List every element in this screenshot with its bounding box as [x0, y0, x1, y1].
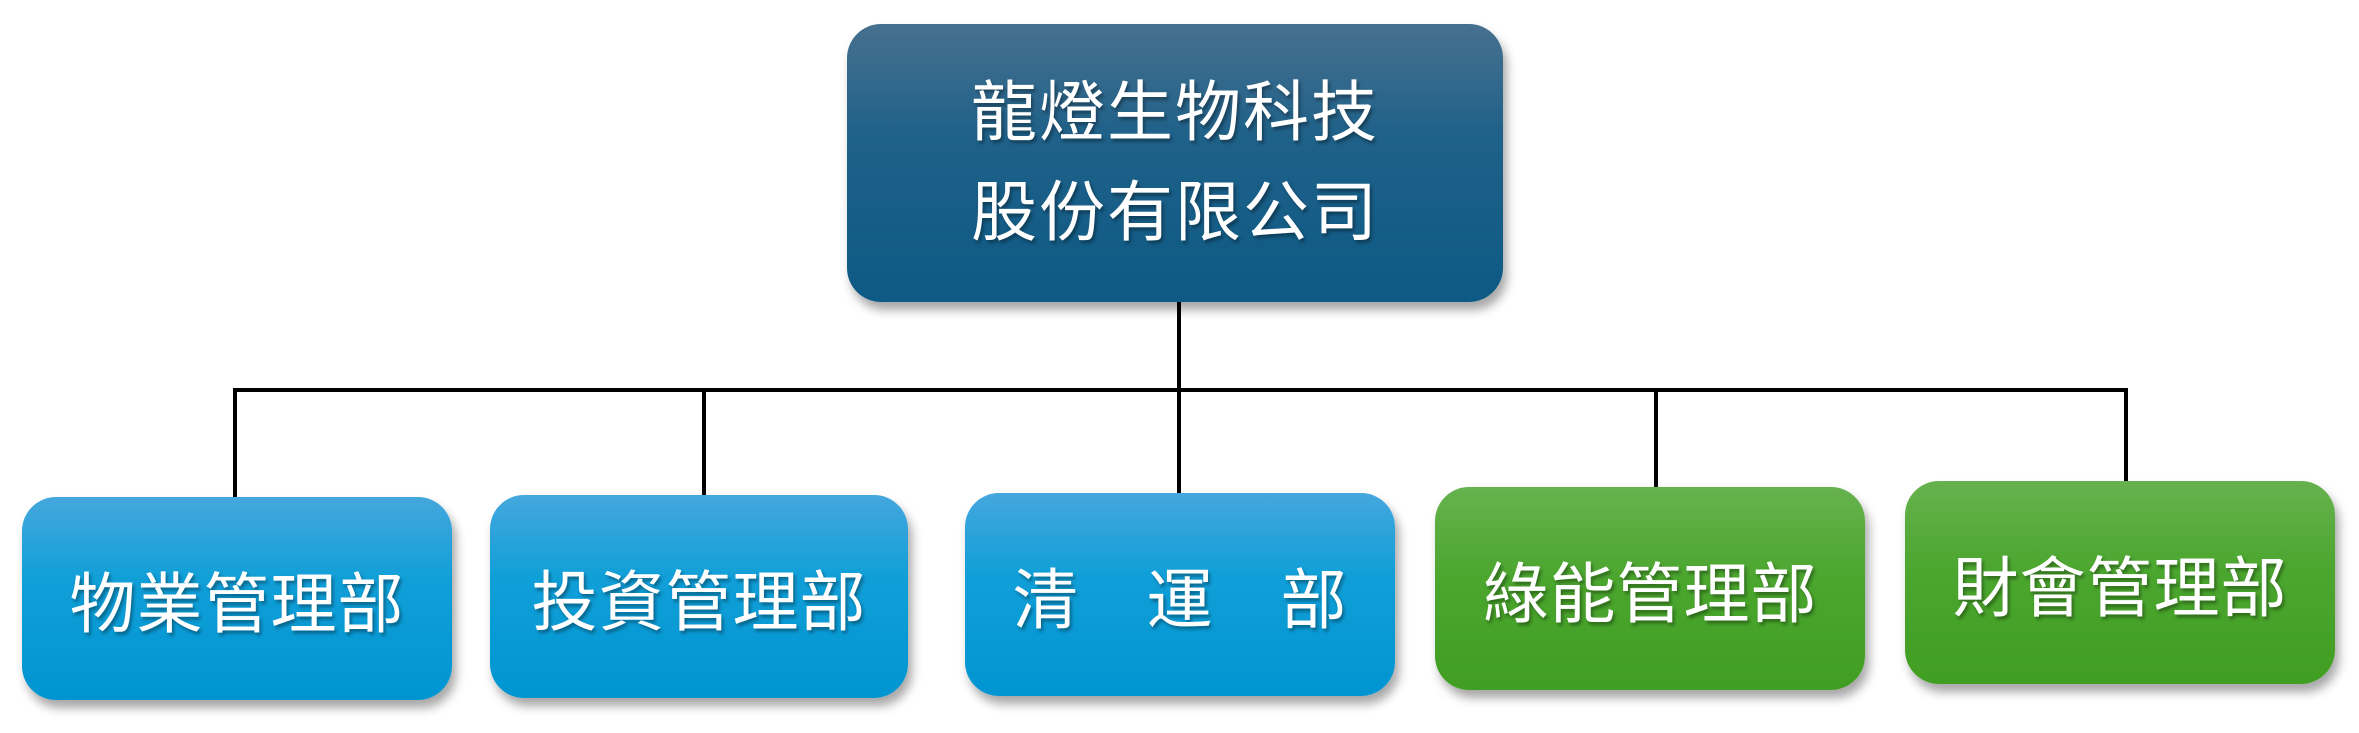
dept-node-finance-accounting: 財會管理部: [1905, 481, 2335, 684]
dept-node-cleaning-transport: 清 運 部: [965, 493, 1395, 696]
dept-label: 財會管理部: [1952, 549, 2288, 627]
dept-node-investment-management: 投資管理部: [490, 495, 908, 698]
connector-dept-4: [1654, 388, 1658, 488]
connector-dept-1: [233, 388, 237, 498]
dept-node-green-energy-management: 綠能管理部: [1435, 487, 1865, 690]
connector-dept-3: [1177, 388, 1181, 494]
root-connector: [1177, 302, 1181, 392]
connector-dept-5: [2124, 388, 2128, 482]
dept-label: 物業管理部: [69, 565, 405, 643]
dept-label: 綠能管理部: [1482, 555, 1818, 633]
root-title-line2: 股份有限公司: [971, 174, 1379, 251]
root-node-company: 龍燈生物科技 股份有限公司: [847, 24, 1503, 302]
dept-label: 投資管理部: [531, 563, 867, 641]
root-title-line1: 龍燈生物科技: [971, 74, 1379, 151]
connector-dept-2: [702, 388, 706, 496]
dept-node-property-management: 物業管理部: [22, 497, 452, 700]
dept-label: 清 運 部: [1012, 561, 1348, 639]
